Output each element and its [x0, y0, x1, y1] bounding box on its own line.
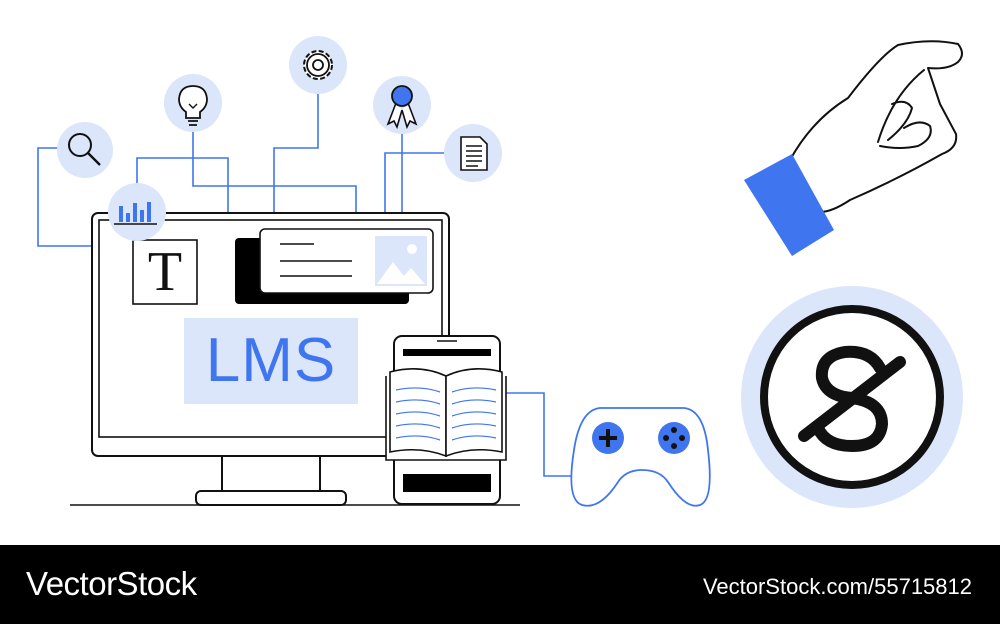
watermark-bar: VectorStock VectorStock.com/55715812	[0, 545, 1000, 624]
connector-lines	[37, 90, 573, 477]
watermark-brand: VectorStock	[26, 565, 197, 602]
bar-chart-icon	[108, 183, 166, 241]
gear-icon	[289, 36, 347, 94]
document-icon	[444, 124, 502, 182]
watermark-reference: VectorStock.com/55715812	[702, 574, 972, 599]
lms-label: LMS	[184, 318, 358, 404]
lightbulb-icon	[164, 74, 222, 132]
search-icon	[57, 122, 113, 178]
image-icon	[375, 236, 427, 286]
text-tool-box	[132, 239, 198, 305]
hand-illustration	[744, 40, 963, 256]
gamepad-icon	[570, 407, 711, 507]
award-ribbon-icon	[373, 76, 431, 134]
open-book-icon	[385, 368, 507, 461]
lms-illustration	[37, 36, 963, 508]
text-tool-letter: T	[147, 241, 183, 303]
dollar-coin-icon	[741, 286, 963, 508]
